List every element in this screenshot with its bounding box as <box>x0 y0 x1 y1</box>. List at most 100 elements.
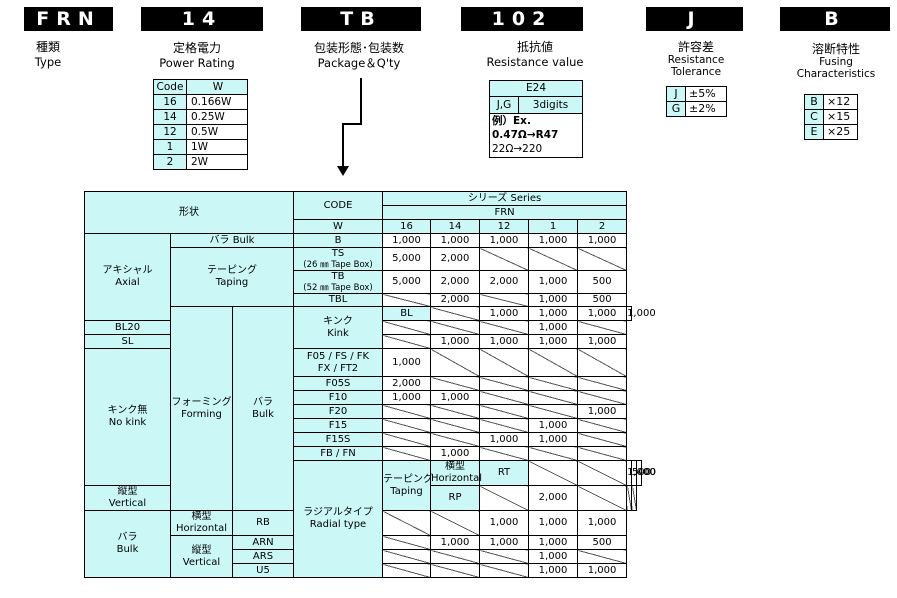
tolerance-code-box: J <box>646 7 743 31</box>
resistance-code-box: 102 <box>461 7 583 31</box>
not-available-cell <box>382 320 431 335</box>
power-label-en: Power Rating <box>159 56 235 70</box>
quantity-cell: 5,000 <box>382 270 431 294</box>
resistance-example-1: 0.47Ω→R47 <box>492 129 559 141</box>
tolerance-value-cell: ±2% <box>685 101 727 117</box>
radial-ja: ラジアルタイプ <box>303 507 373 518</box>
not-available-cell <box>528 390 578 405</box>
not-available-cell <box>382 293 431 307</box>
not-available-cell <box>479 293 529 307</box>
quantity-cell: 1,000 <box>528 320 578 335</box>
bulk-en: Bulk <box>252 408 274 420</box>
power-label-ja: 定格電力 <box>172 41 221 55</box>
quantity-cell: 1,000 <box>528 293 578 307</box>
not-available-cell <box>479 390 529 405</box>
code-header: CODE <box>293 191 383 220</box>
quantity-cell: 1,000 <box>528 510 578 536</box>
resistance-digits: 3digits <box>532 99 569 111</box>
code-cell: BL20 <box>84 320 171 335</box>
fusing-code-box: B <box>780 7 890 31</box>
code-cell: ARS <box>232 549 294 564</box>
not-available-cell <box>528 247 578 271</box>
quantity-cell: 1,000 <box>430 233 480 248</box>
radial-en: Radial type <box>309 519 367 530</box>
tolerance-label-ja: 許容差 <box>677 40 714 54</box>
quantity-cell: 1,000 <box>382 348 431 377</box>
taping-ja: テーピング <box>207 265 257 276</box>
vertical-en: Vertical <box>108 498 147 509</box>
quantity-cell: 1,000 <box>479 334 529 349</box>
not-available-cell <box>479 348 529 377</box>
quantity-cell: 1,000 <box>382 233 431 248</box>
col-header: 1 <box>528 219 578 234</box>
fusing-code-cell: B <box>804 94 824 110</box>
axial-ja: アキシャル <box>102 265 153 276</box>
quantity-cell: 1,000 <box>528 549 578 564</box>
type-label-en: Type <box>34 55 62 69</box>
power-value-cell: 2W <box>186 154 248 170</box>
vertical-ja: 縦型 <box>117 486 138 497</box>
not-available-cell <box>528 446 578 461</box>
not-available-cell <box>576 418 628 433</box>
quantity-cell: 2,000 <box>479 270 529 294</box>
quantity-cell: 2,000 <box>528 485 578 511</box>
quantity-cell: 1,000 <box>626 306 656 321</box>
vertical-en: Vertical <box>182 556 221 568</box>
quantity-cell: 2,000 <box>430 247 480 271</box>
tolerance-label-en2: Tolerance <box>670 66 722 78</box>
type-label-ja: 種類 <box>35 40 60 54</box>
resistance-example-2: 22Ω→220 <box>492 143 543 155</box>
fusing-label-en1: Fusing <box>819 56 853 68</box>
not-available-cell <box>576 320 628 335</box>
code-cell: RT <box>479 460 529 486</box>
quantity-cell: 1,000 <box>479 432 529 447</box>
power-code-cell: 12 <box>153 124 187 140</box>
not-available-cell <box>382 432 431 447</box>
power-code-cell: 16 <box>153 94 187 110</box>
package-label-en: Package＆Q'ty <box>317 56 401 70</box>
resistance-box: E24 J,G 3digits 例）Ex. 0.47Ω→R47 22Ω→220 <box>489 80 583 158</box>
not-available-cell <box>576 348 628 377</box>
code-cell: U5 <box>232 563 294 578</box>
tolerance-value-cell: ±5% <box>685 86 727 102</box>
radial-taping-en: Taping <box>390 485 423 497</box>
package-quantity-table: 形状 CODE シリーズ Series FRN W 16 14 12 1 2 ア… <box>84 191 656 578</box>
quantity-cell: 1,000 <box>430 334 480 349</box>
not-available-cell <box>382 549 431 564</box>
resistance-jg: J,G <box>490 97 519 113</box>
quantity-cell: 2,000 <box>430 293 480 307</box>
not-available-cell <box>479 376 529 391</box>
horizontal-ja: 横型 <box>191 511 212 522</box>
code-tb: TB <box>331 271 345 282</box>
power-value-cell: 0.5W <box>186 124 248 140</box>
series-header: シリーズ Series <box>381 191 628 206</box>
radial-taping-ja: テーピング <box>383 473 433 485</box>
code-f05-l2: FX / FT2 <box>317 362 359 374</box>
nokink-ja: キンク無 <box>107 405 148 416</box>
forming-ja: フォーミング <box>171 396 232 408</box>
resistance-e24: E24 <box>490 81 582 97</box>
not-available-cell <box>382 404 431 419</box>
power-value-cell: 0.25W <box>186 109 248 125</box>
resistance-label-ja: 抵抗値 <box>516 40 553 54</box>
bulk-label: バラ Bulk <box>170 233 294 248</box>
not-available-cell <box>528 404 578 419</box>
package-label: 包装形態･包装数 Package＆Q'ty <box>301 41 417 71</box>
fusing-value-cell: ×25 <box>823 124 858 140</box>
tolerance-label-en1: Resistance <box>667 54 725 66</box>
quantity-cell: 1,000 <box>528 306 578 321</box>
not-available-cell <box>382 563 431 578</box>
not-available-cell <box>528 376 578 391</box>
not-available-cell <box>430 404 480 419</box>
col-header: 16 <box>382 219 431 234</box>
not-available-cell <box>479 485 529 511</box>
fusing-value-cell: ×12 <box>823 94 858 110</box>
not-available-cell <box>430 432 480 447</box>
